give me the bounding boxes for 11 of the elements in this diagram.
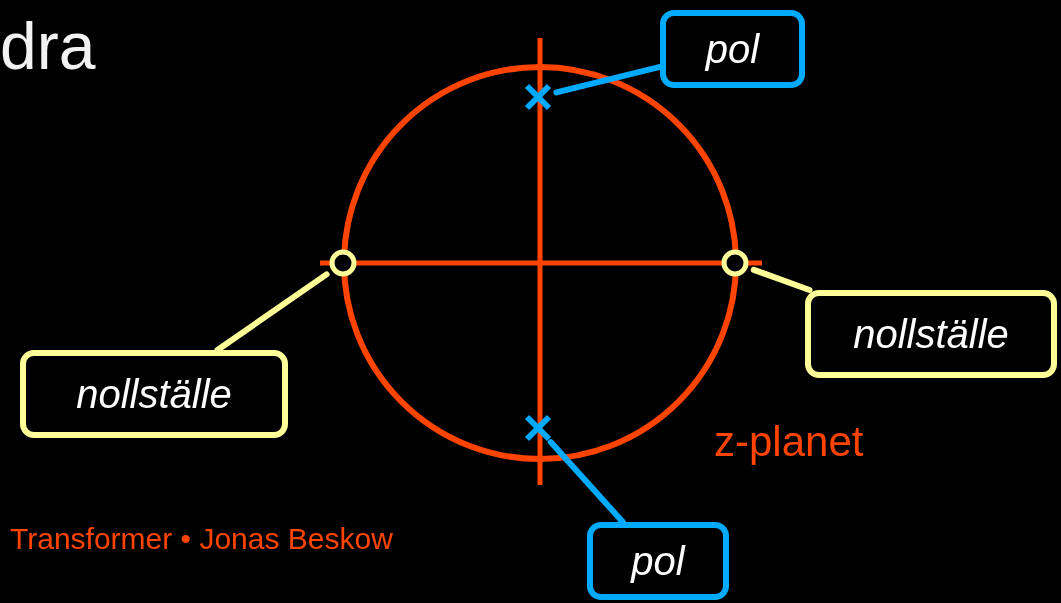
zero-marker: [328, 248, 358, 278]
pole-marker: [524, 83, 552, 111]
callout-box: nollställe: [805, 290, 1057, 378]
pole-marker: [524, 414, 552, 442]
plane-label: z-planet: [714, 418, 864, 466]
footer-text: Transformer • Jonas Beskow: [10, 522, 393, 556]
callout-box: nollställe: [20, 350, 288, 438]
slide-title: dra: [0, 8, 96, 84]
callout-box: pol: [660, 10, 805, 88]
zero-marker: [720, 248, 750, 278]
callout-box: pol: [587, 522, 729, 600]
